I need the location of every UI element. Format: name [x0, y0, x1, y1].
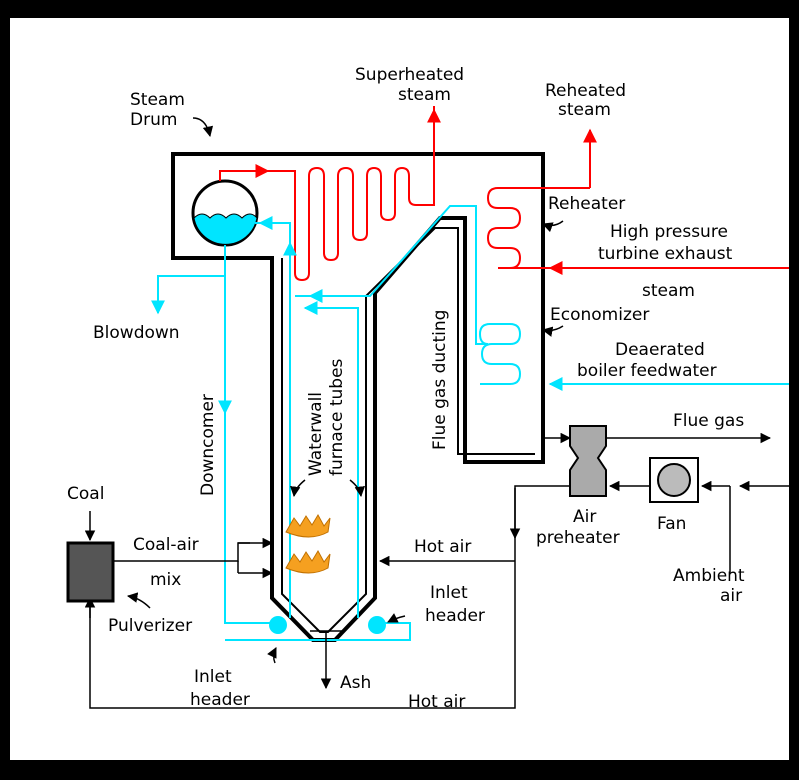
label-waterwall-2: furnace tubes: [327, 358, 347, 476]
label-inlet-header-left-1: Inlet: [194, 667, 232, 687]
label-blowdown: Blowdown: [93, 323, 180, 343]
label-ambient-1: Ambient: [673, 566, 745, 586]
diagram-canvas: Steam Drum Superheated steam Reheated st…: [10, 18, 789, 760]
label-feedwater-1: Deaerated: [615, 340, 705, 360]
inlet-header-left-node: [269, 616, 287, 634]
pointer-arrows: [126, 117, 564, 664]
label-reheated-2: steam: [558, 100, 611, 120]
label-hp-exhaust-1: High pressure: [610, 222, 728, 242]
fan-icon: [649, 457, 699, 503]
reheater-coil: [486, 128, 789, 275]
label-coal: Coal: [67, 484, 104, 504]
label-economizer: Economizer: [550, 305, 649, 325]
label-superheated-2: steam: [398, 85, 451, 105]
label-hp-exhaust-3: steam: [642, 281, 695, 301]
label-inlet-header-right-2: header: [425, 606, 485, 626]
label-reheater: Reheater: [548, 194, 625, 214]
label-inlet-header-left-2: header: [190, 690, 250, 710]
label-air-preheater-2: preheater: [536, 528, 620, 548]
heat-exchanger-icon: [569, 425, 607, 497]
steam-drum: [191, 179, 259, 247]
label-hp-exhaust-2: turbine exhaust: [598, 244, 733, 264]
labels: Steam Drum Superheated steam Reheated st…: [67, 65, 745, 712]
boiler-diagram: Steam Drum Superheated steam Reheated st…: [66, 65, 789, 712]
label-reheated-1: Reheated: [545, 81, 626, 101]
label-ash: Ash: [340, 673, 371, 693]
superheater-coil: [219, 106, 441, 282]
label-steam-drum-1: Steam: [130, 90, 185, 110]
label-inlet-header-right-1: Inlet: [430, 583, 468, 603]
label-flue-gas-ducting: Flue gas ducting: [430, 310, 450, 450]
air-flow-lines: [84, 480, 789, 709]
label-ambient-2: air: [720, 586, 742, 606]
label-waterwall-1: Waterwall: [306, 392, 326, 476]
inlet-header-right-node: [368, 616, 386, 634]
flame-icon: [285, 513, 331, 574]
label-pulverizer: Pulverizer: [108, 616, 192, 636]
label-superheated-1: Superheated: [355, 65, 464, 85]
label-steam-drum-2: Drum: [130, 110, 177, 130]
label-downcomer: Downcomer: [198, 394, 218, 496]
label-hot-air-upper: Hot air: [414, 537, 471, 557]
label-flue-gas: Flue gas: [673, 411, 744, 431]
label-feedwater-2: boiler feedwater: [577, 361, 717, 381]
label-air-preheater-1: Air: [573, 507, 596, 527]
label-hot-air-lower: Hot air: [408, 692, 465, 712]
pulverizer-icon: [66, 511, 274, 603]
boiler-wall: [171, 152, 545, 642]
water-circuit: [151, 205, 789, 641]
label-fan: Fan: [657, 514, 686, 534]
label-coal-air-1: Coal-air: [133, 535, 199, 555]
label-coal-air-2: mix: [150, 570, 181, 590]
